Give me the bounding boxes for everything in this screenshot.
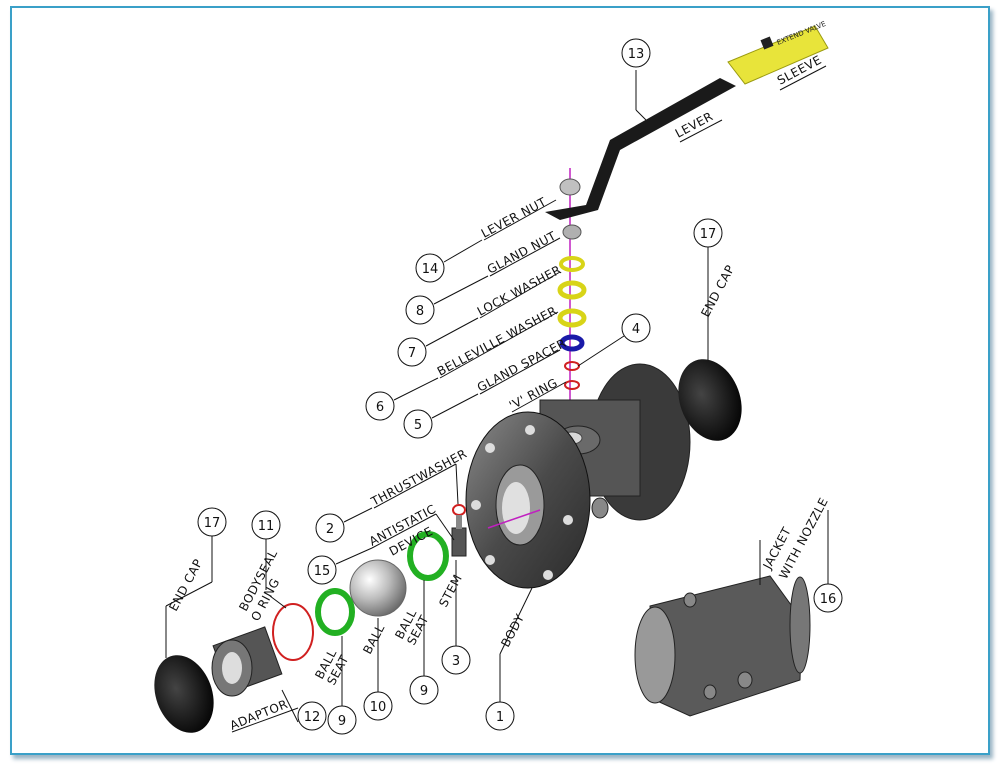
callout-number-14: 14 (422, 262, 439, 277)
ball-seat-left-part (315, 588, 355, 636)
label-end-cap-left: END CAP (166, 557, 205, 614)
callout-number-8: 8 (416, 304, 424, 319)
callout-number-3: 3 (452, 654, 460, 669)
callout-number-16: 16 (820, 592, 837, 607)
callout-number-9-left: 9 (338, 714, 346, 729)
callout-14 (415, 253, 445, 283)
label-belleville-washer: BELLEVILLE WASHER (435, 303, 560, 378)
callout-number-17-left: 17 (204, 516, 221, 531)
callout-number-5: 5 (414, 418, 422, 433)
label-stem: STEM (436, 572, 465, 609)
callout-number-2: 2 (326, 522, 334, 537)
v-ring-1 (564, 361, 580, 371)
callout-number-11: 11 (258, 519, 275, 534)
callout-number-15: 15 (314, 564, 331, 579)
callout-7 (397, 337, 427, 367)
callout-2 (315, 513, 345, 543)
callout-number-7: 7 (408, 346, 416, 361)
label-lever-nut: LEVER NUT (479, 194, 549, 240)
callout-13 (621, 38, 651, 68)
end-cap-right-part (678, 359, 742, 441)
lever-nut-part (559, 178, 581, 196)
belleville-washer-2 (557, 308, 587, 328)
ball-seat-right-part (407, 531, 449, 581)
jacket-part (634, 575, 811, 717)
belleville-washer-1 (557, 280, 587, 300)
label-end-cap-right: END CAP (698, 263, 737, 320)
callout-number-17-right: 17 (700, 227, 717, 242)
lever-part (545, 78, 736, 220)
diagram-frame (10, 6, 990, 755)
gland-spacer-part (559, 334, 585, 352)
end-cap-left-part (154, 655, 214, 733)
callout-number-10: 10 (370, 700, 387, 715)
callout-8 (405, 295, 435, 325)
callout-number-1: 1 (496, 710, 504, 725)
label-ball: BALL (360, 622, 387, 657)
stem-part (451, 504, 467, 557)
callout-15 (307, 555, 337, 585)
label-thrustwasher: THRUSTWASHER (368, 446, 469, 509)
body-part (465, 363, 691, 589)
callout-number-4: 4 (632, 322, 640, 337)
adaptor-part (211, 626, 283, 697)
callout-6 (365, 391, 395, 421)
callout-number-9-right: 9 (420, 684, 428, 699)
gland-nut-part (562, 224, 582, 240)
callout-number-13: 13 (628, 47, 645, 62)
ball-part (349, 559, 407, 617)
callout-12 (297, 701, 327, 731)
callout-number-6: 6 (376, 400, 384, 415)
callout-4 (621, 313, 651, 343)
label-body: BODY (498, 611, 527, 649)
v-ring-2 (564, 380, 580, 390)
callout-number-12: 12 (304, 710, 321, 725)
bodyseal-oring-part (272, 603, 314, 661)
lock-washer-part (559, 256, 585, 272)
callout-5 (403, 409, 433, 439)
